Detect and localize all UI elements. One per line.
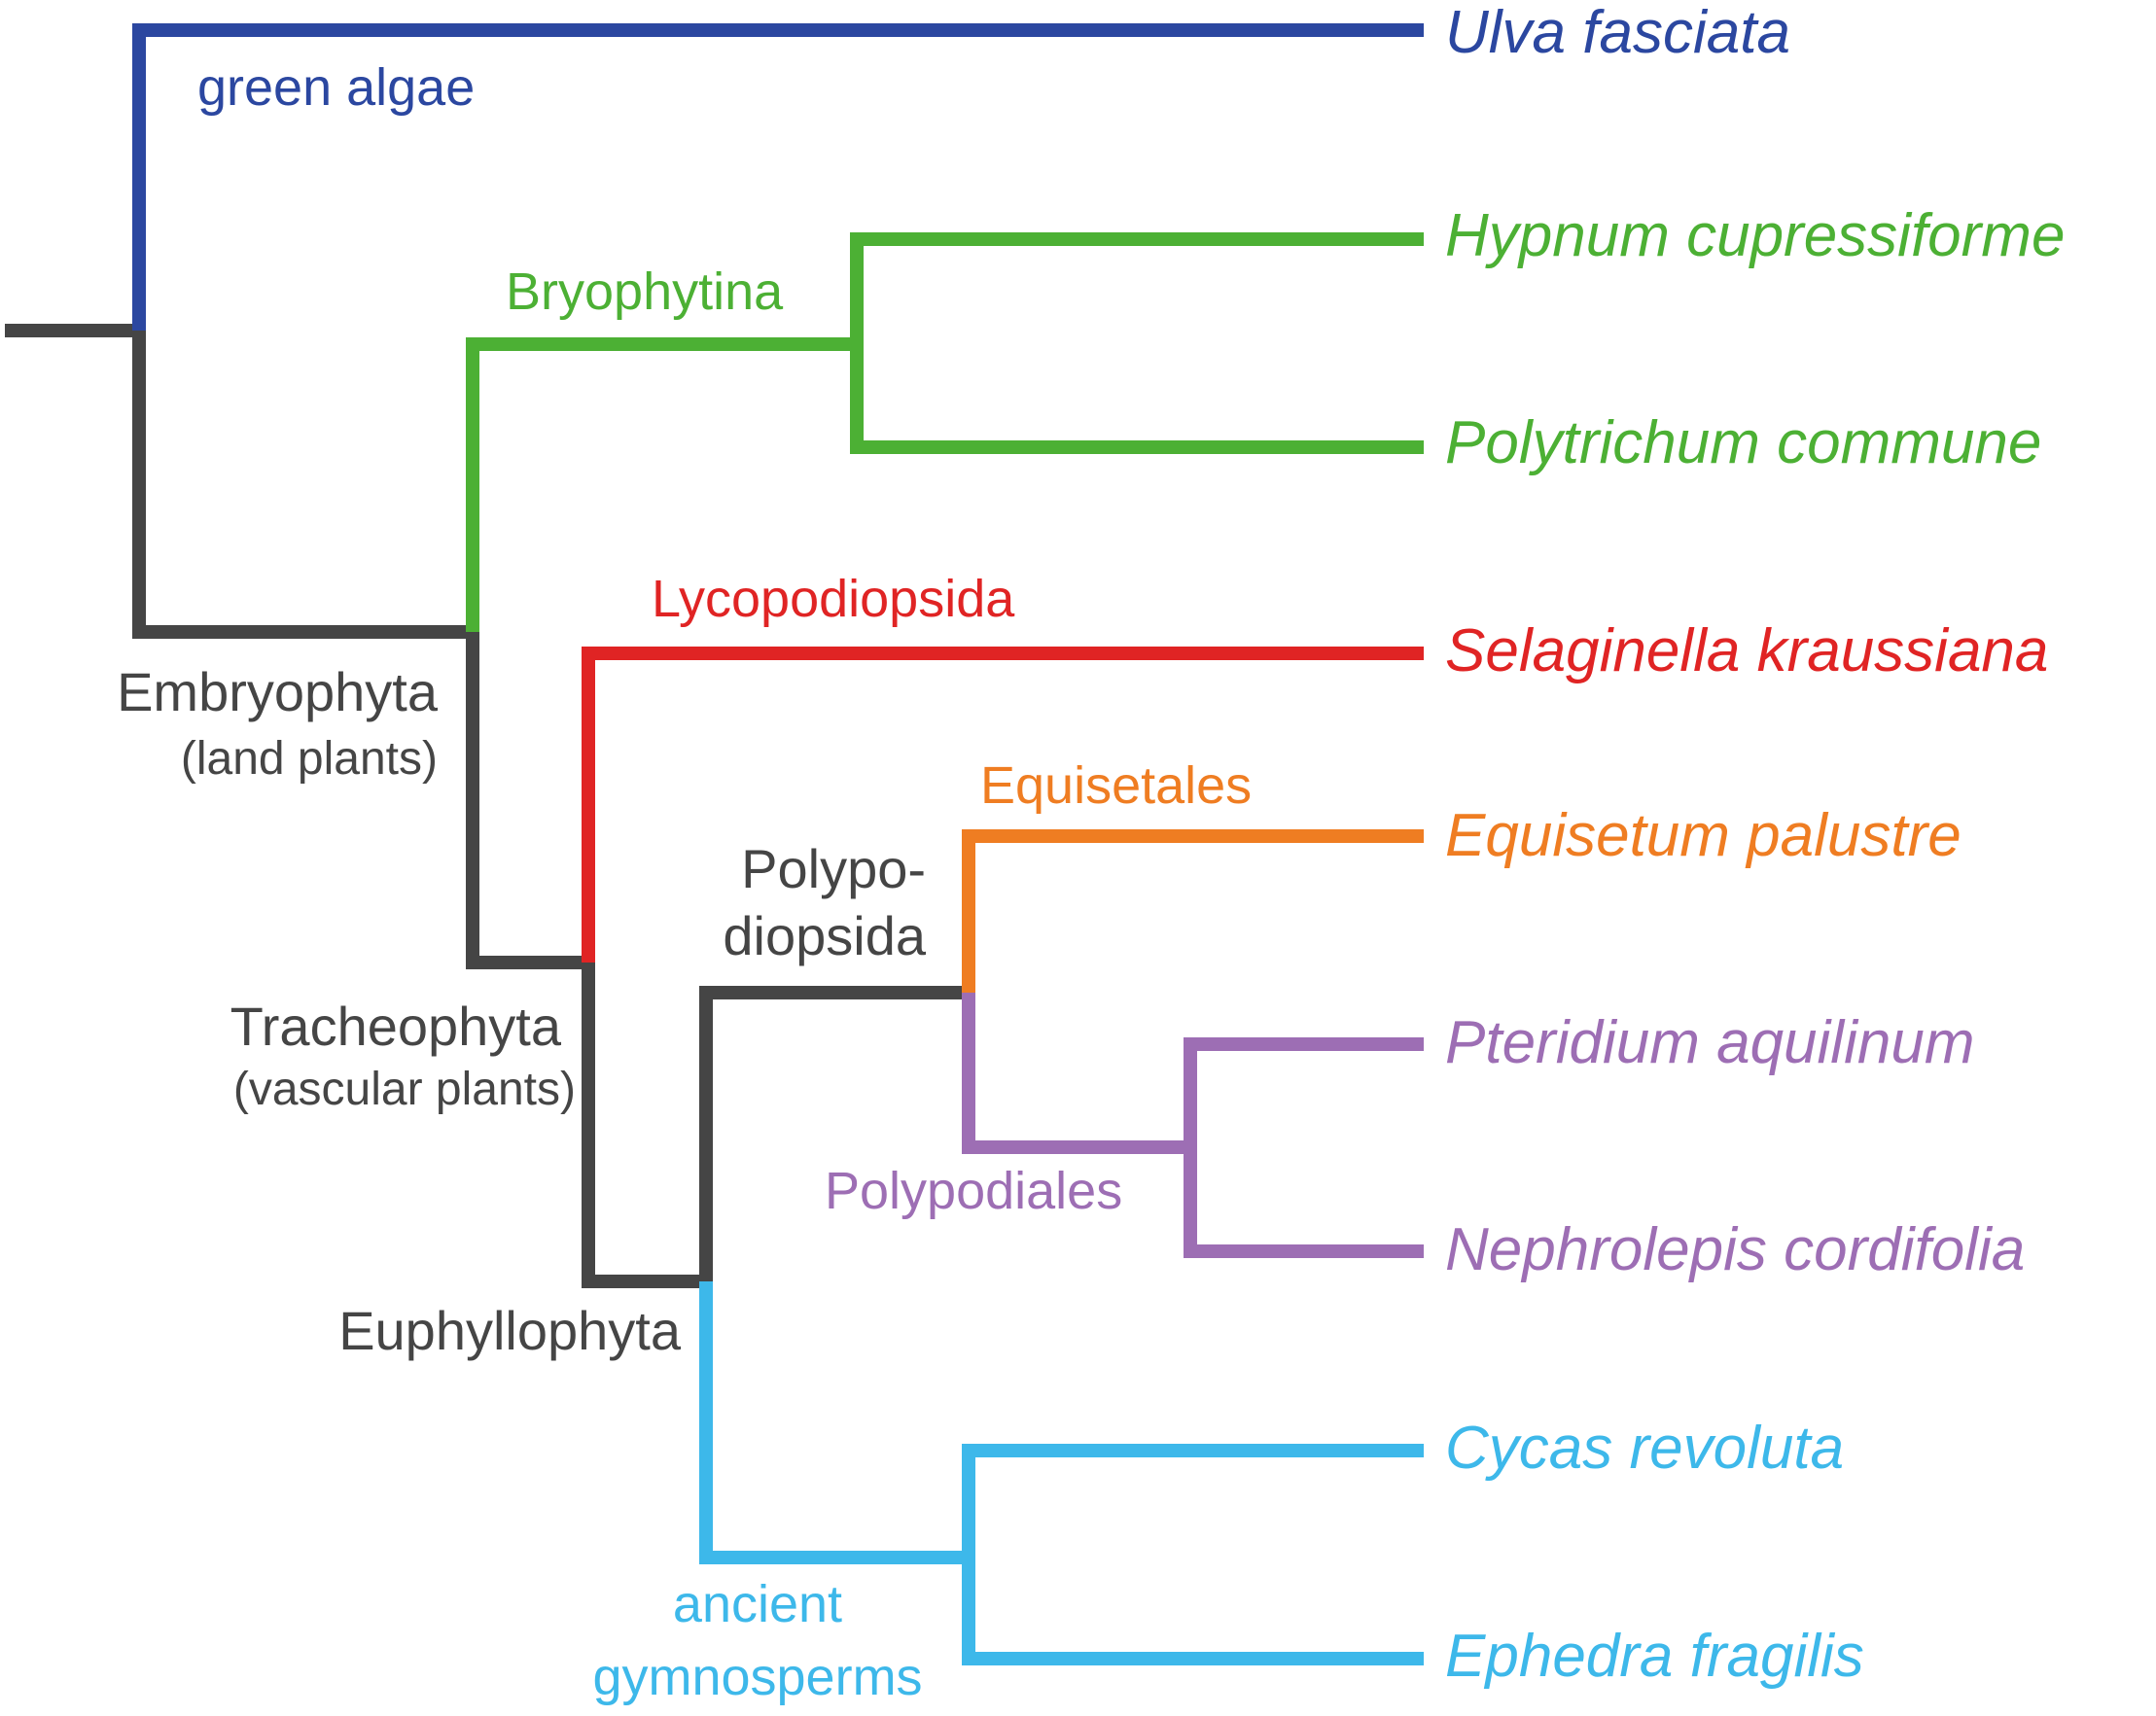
node-label-embryophyta: Embryophyta <box>117 661 439 722</box>
clade-label-green-algae: green algae <box>197 58 475 117</box>
lycopodiopsida-branch <box>582 647 1424 963</box>
bryophytina-stem <box>466 337 857 632</box>
euphyllophyta-branch <box>582 963 706 1288</box>
clade-label-lycopodiopsida: Lycopodiopsida <box>652 570 1015 628</box>
node-label-polypo: Polypo- <box>741 838 926 899</box>
bryophytina-branches <box>466 232 1424 632</box>
nephrolepis-branch <box>1184 1147 1424 1258</box>
taxon-hypnum-cupressiforme: Hypnum cupressiforme <box>1445 202 2065 269</box>
clade-label-equisetales: Equisetales <box>980 756 1252 815</box>
polytrichum-branch <box>850 344 1424 454</box>
node-label-euphyllophyta: Euphyllophyta <box>338 1300 682 1361</box>
taxon-labels: Ulva fasciata Hypnum cupressiforme Polyt… <box>1445 0 2065 1690</box>
taxon-equisetum-palustre: Equisetum palustre <box>1445 802 1962 869</box>
taxon-selaginella-kraussiana: Selaginella kraussiana <box>1445 617 2048 684</box>
hypnum-branch <box>850 232 1424 344</box>
clade-label-polypodiales: Polypodiales <box>825 1162 1122 1220</box>
clade-labels: green algae Bryophytina Lycopodiopsida E… <box>197 58 1252 1706</box>
polypodiales-stem <box>962 993 1190 1154</box>
clade-label-ancient: ancient <box>673 1575 842 1633</box>
tracheophyta-branch <box>466 632 588 969</box>
taxon-ephedra-fragilis: Ephedra fragilis <box>1445 1623 1864 1690</box>
node-label-land-plants: (land plants) <box>181 733 438 785</box>
taxon-pteridium-aquilinum: Pteridium aquilinum <box>1445 1009 1974 1076</box>
pteridium-branch <box>1184 1037 1424 1147</box>
clade-label-gymnosperms: gymnosperms <box>592 1648 922 1706</box>
taxon-ulva-fasciata: Ulva fasciata <box>1445 0 1790 66</box>
taxon-polytrichum-commune: Polytrichum commune <box>1445 409 2041 476</box>
clade-label-bryophytina: Bryophytina <box>506 263 784 321</box>
polypodiales-branches <box>962 993 1424 1258</box>
taxon-cycas-revoluta: Cycas revoluta <box>1445 1415 1844 1482</box>
backbone-branches <box>5 324 969 1288</box>
ephedra-branch <box>962 1558 1424 1665</box>
green-algae-branch <box>132 23 1424 331</box>
polypodiopsida-branch <box>699 986 969 1281</box>
taxon-nephrolepis-cordifolia: Nephrolepis cordifolia <box>1445 1216 2025 1283</box>
node-label-diopsida: diopsida <box>723 905 926 966</box>
embryophyta-branch <box>132 331 473 639</box>
node-label-vascular-plants: (vascular plants) <box>233 1064 576 1115</box>
gymnosperm-stem <box>699 1281 969 1564</box>
node-label-tracheophyta: Tracheophyta <box>230 996 562 1057</box>
node-labels: Embryophyta (land plants) Tracheophyta (… <box>117 661 927 1361</box>
equisetales-branch <box>962 829 1424 993</box>
gymnosperm-branches <box>699 1281 1424 1665</box>
cycas-branch <box>962 1444 1424 1558</box>
